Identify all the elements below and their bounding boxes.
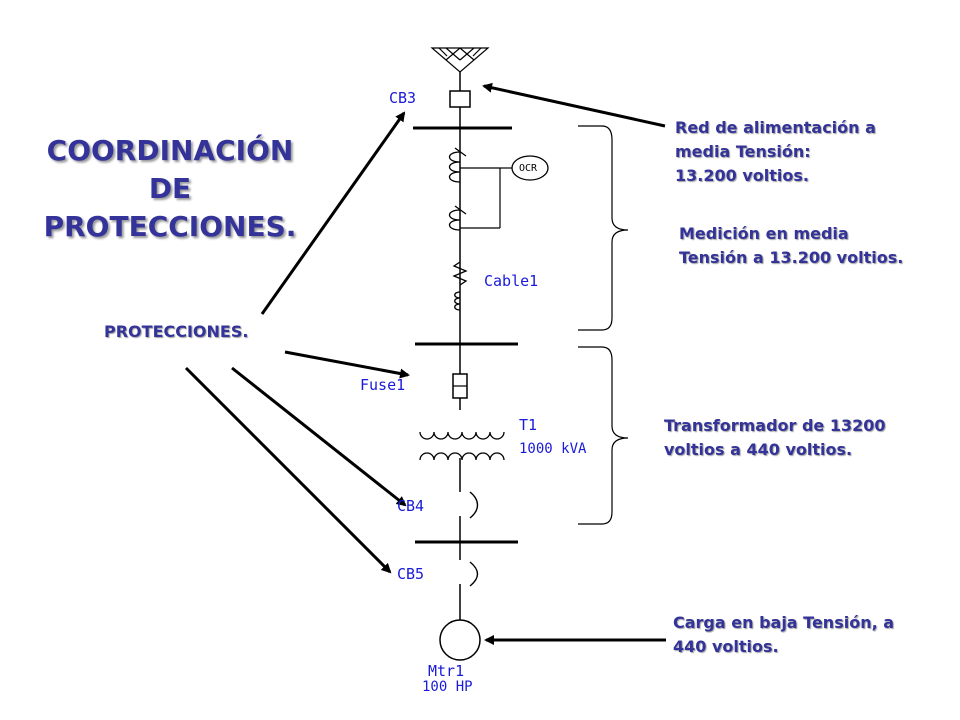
label-cb3: CB3 — [389, 89, 417, 107]
label-mtr1-rating: 100 HP — [422, 679, 473, 695]
label-cb4: CB4 — [397, 497, 425, 515]
label-cable1: Cable1 — [484, 272, 539, 290]
ocr-relay-symbol — [511, 155, 549, 181]
label-ocr: OCR — [519, 163, 538, 174]
annotation-red-line-2: media Tensión: — [675, 142, 811, 161]
annotation-trafo-line-2: voltios a 440 voltios. — [664, 440, 853, 459]
cb5-breaker-symbol — [469, 561, 479, 587]
cb4-breaker-symbol — [469, 491, 479, 519]
cable-resistor-symbol — [452, 261, 468, 286]
motor-mtr1-symbol — [439, 619, 481, 661]
bracket-transformador — [578, 346, 629, 525]
cb3-breaker-symbol — [449, 90, 471, 108]
arrow-to-cb3 — [260, 111, 406, 315]
annotation-medicion-line-1: Medición en media — [679, 224, 849, 243]
annotation-trafo-line-1: Transformador de 13200 — [664, 416, 886, 435]
arrow-to-cb5 — [184, 366, 392, 574]
title-line-3: PROTECCIONES. — [43, 210, 297, 243]
arrow-to-cb4 — [231, 366, 407, 507]
annotation-transformador: Transformador de 13200 voltios a 440 vol… — [664, 414, 886, 462]
annotation-red-alimentacion: Red de alimentación a media Tensión: 13.… — [675, 116, 876, 188]
label-fuse1: Fuse1 — [360, 376, 406, 394]
protecciones-label: PROTECCIONES. — [104, 322, 249, 341]
current-transformer-2 — [448, 205, 467, 231]
page-title: COORDINACIÓN DE PROTECCIONES. — [30, 132, 310, 246]
annotation-medicion-line-2: Tensión a 13.200 voltios. — [679, 248, 904, 267]
title-line-2: DE — [148, 172, 192, 205]
cable-inductor-symbol — [454, 291, 461, 311]
current-transformer-1 — [448, 147, 467, 183]
annotation-red-line-3: 13.200 voltios. — [675, 166, 809, 185]
label-t1-rating: 1000 kVA — [519, 441, 587, 457]
utility-source-symbol — [430, 47, 490, 73]
annotation-medicion: Medición en media Tensión a 13.200 volti… — [679, 222, 903, 270]
transformer-t1-symbol — [415, 410, 505, 461]
annotation-carga-line-1: Carga en baja Tensión, a — [673, 613, 895, 632]
arrow-to-fuse1 — [284, 350, 410, 379]
annotation-red-line-1: Red de alimentación a — [675, 118, 876, 137]
bracket-medicion — [578, 125, 629, 331]
label-t1: T1 — [519, 416, 538, 434]
ocr-relay-wiring — [460, 167, 512, 229]
label-cb5: CB5 — [397, 565, 425, 583]
label-mtr1: Mtr1 — [428, 662, 465, 680]
title-line-1: COORDINACIÓN — [46, 134, 294, 167]
annotation-carga-line-2: 440 voltios. — [673, 637, 779, 656]
arrow-red-alimentacion — [482, 82, 666, 128]
annotation-carga: Carga en baja Tensión, a 440 voltios. — [673, 611, 894, 659]
